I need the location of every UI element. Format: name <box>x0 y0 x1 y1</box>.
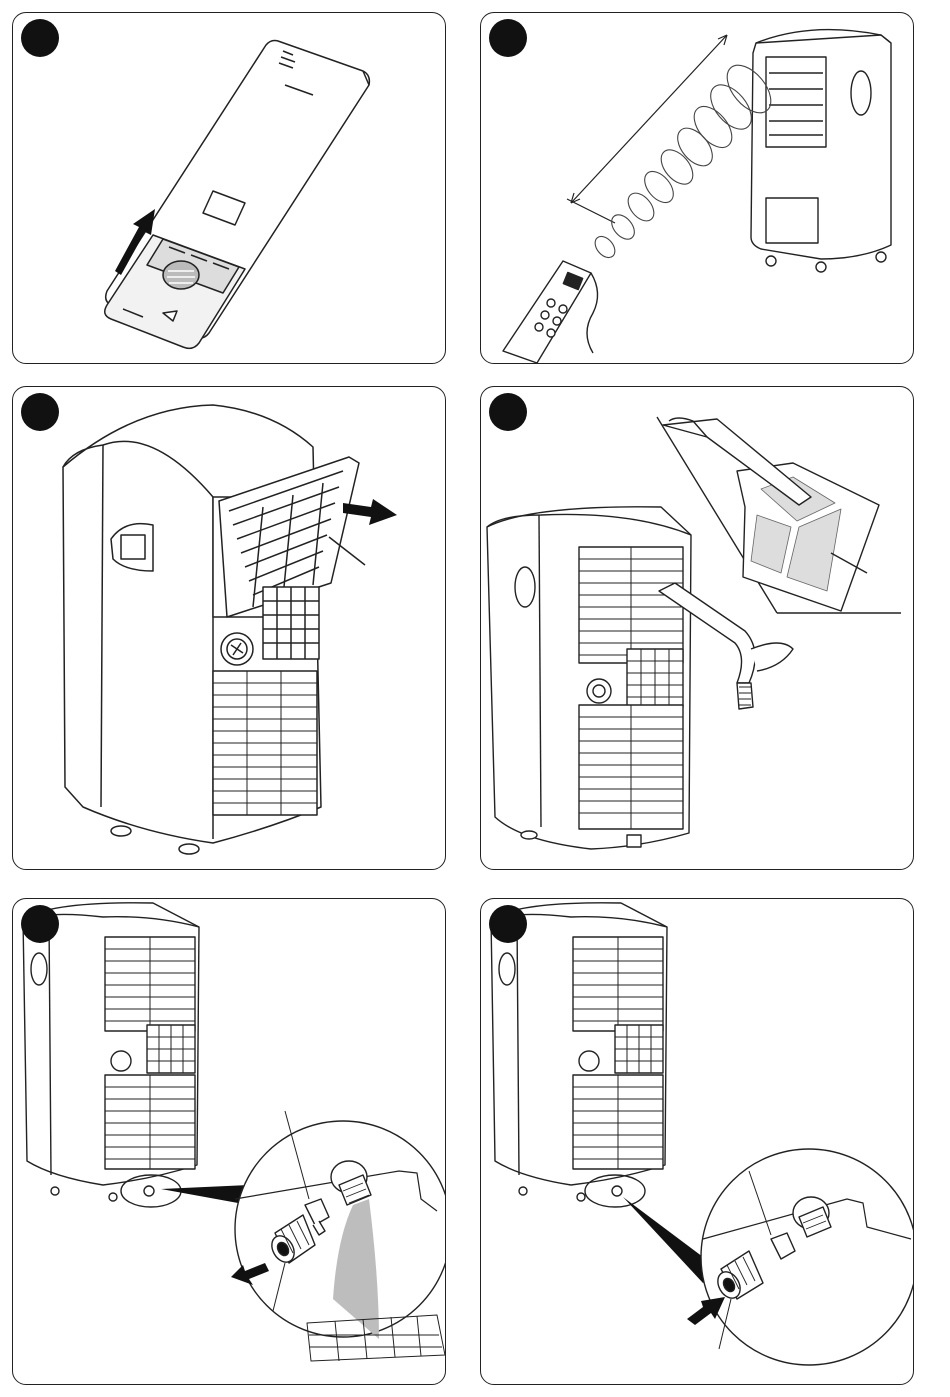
step-badge-2 <box>489 19 527 57</box>
step-badge-4 <box>489 393 527 431</box>
panel-remote-battery <box>12 12 446 364</box>
panel-drain-removal <box>12 898 446 1385</box>
remote-signal-illustration <box>481 13 914 364</box>
step-badge-3 <box>21 393 59 431</box>
panel-remote-signal <box>480 12 914 364</box>
grille-circle <box>163 261 199 289</box>
filter-cleaning-illustration <box>481 387 914 870</box>
filter-removal-illustration <box>13 387 446 870</box>
panel-filter-cleaning <box>480 386 914 870</box>
remote-battery-illustration <box>13 13 446 364</box>
panel-filter-removal <box>12 386 446 870</box>
drain-removal-illustration <box>13 899 446 1385</box>
distance-line <box>567 35 727 223</box>
zoom-detail <box>701 1149 914 1365</box>
step-badge-6 <box>489 905 527 943</box>
drain-refit-illustration <box>481 899 914 1385</box>
step-badge-1 <box>21 19 59 57</box>
arrow-right-icon <box>343 499 397 525</box>
step-badge-5 <box>21 905 59 943</box>
panel-drain-refit <box>480 898 914 1385</box>
